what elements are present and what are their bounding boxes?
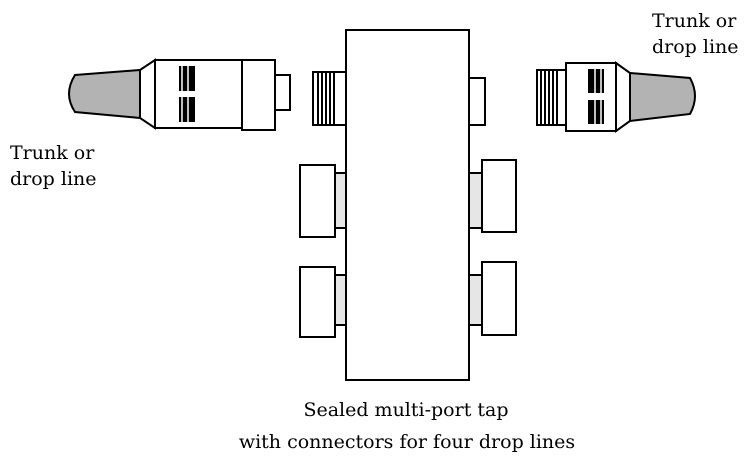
tap-body <box>345 29 470 381</box>
left-connector-nut <box>241 59 276 131</box>
left-connector-collar <box>139 58 156 130</box>
right-line-label-2: drop line <box>652 36 739 58</box>
drop-port-right-lower <box>481 261 517 336</box>
svg-text:Trunk or drop line: Trunk or drop line <box>10 142 100 190</box>
left-line-label-1: Trunk or <box>10 142 95 164</box>
left-connector-body <box>154 59 246 129</box>
right-cable-assembly <box>536 61 696 133</box>
svg-text:Sealed multi-port tap with: Sealed multi-port tap with connectors fo… <box>239 399 575 453</box>
left-connector-pin <box>274 74 291 111</box>
tap-threaded-port-left <box>312 71 349 126</box>
right-connector-bands <box>588 69 604 124</box>
right-line-label-1: Trunk or <box>652 10 737 32</box>
drop-port-left-upper <box>299 164 336 238</box>
svg-text:Trunk or drop line: Trunk or drop line <box>652 10 742 58</box>
right-connector-threads <box>536 69 569 126</box>
right-connector-collar <box>615 61 631 133</box>
left-connector-bands <box>179 66 195 122</box>
drop-port-left-lower <box>299 266 336 338</box>
tap-assembly <box>299 29 517 381</box>
left-cable <box>68 68 141 120</box>
drop-port-right-upper <box>481 159 517 233</box>
right-cable <box>629 71 696 123</box>
left-line-label-2: drop line <box>10 168 97 190</box>
caption-line-2: with connectors for four drop lines <box>239 431 575 453</box>
tap-port-right <box>467 77 486 126</box>
caption-line-1: Sealed multi-port tap <box>303 399 508 421</box>
left-cable-assembly <box>68 58 291 131</box>
